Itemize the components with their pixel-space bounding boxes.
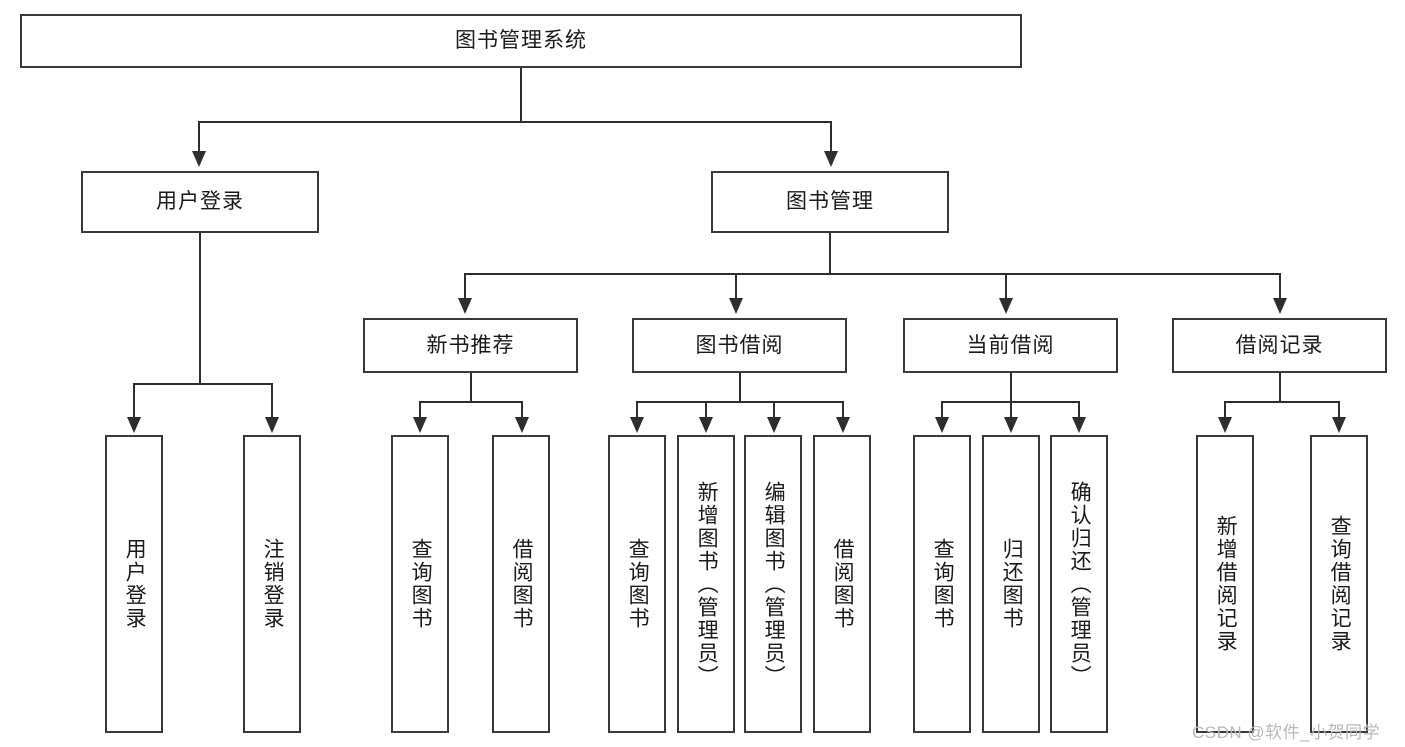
arrow-root-to-user-login: [192, 151, 206, 167]
connector-user-login-drop-2: [271, 383, 273, 419]
connector-book-borrow-drop-2: [705, 401, 707, 419]
arrow-book-mgmt-to-new-books: [458, 298, 472, 314]
csdn-watermark: CSDN @软件_小贺同学: [1192, 723, 1381, 742]
connector-user-login-drop-1: [133, 383, 135, 419]
leaf-confirm-return-admin-label: 确认归还（管理员）: [1068, 480, 1092, 688]
node-book-management[interactable]: 图书管理: [711, 171, 949, 233]
connector-new-books-drop-1: [419, 401, 421, 419]
leaf-edit-book-admin[interactable]: 编辑图书（管理员）: [744, 435, 802, 733]
arrow-book-borrow-leaf-1: [630, 417, 644, 433]
leaf-query-books-recommend[interactable]: 查询图书: [391, 435, 449, 733]
node-root-label: 图书管理系统: [455, 29, 587, 53]
arrow-book-mgmt-to-current: [999, 298, 1013, 314]
leaf-query-books-recommend-label: 查询图书: [409, 538, 433, 630]
connector-root-to-user-login: [198, 121, 200, 153]
leaf-return-books[interactable]: 归还图书: [982, 435, 1040, 733]
connector-book-borrow-stem: [739, 373, 741, 401]
arrow-user-login-leaf-2: [265, 417, 279, 433]
node-book-borrow-label: 图书借阅: [695, 333, 784, 357]
node-user-login[interactable]: 用户登录: [81, 171, 319, 233]
arrow-book-borrow-leaf-3: [767, 417, 781, 433]
connector-book-mgmt-drop-3: [1005, 273, 1007, 300]
leaf-confirm-return-admin[interactable]: 确认归还（管理员）: [1050, 435, 1108, 733]
arrow-book-borrow-leaf-4: [836, 417, 850, 433]
connector-new-books-bus: [419, 401, 523, 403]
connector-user-login-bus: [133, 383, 272, 385]
leaf-query-books-current[interactable]: 查询图书: [913, 435, 971, 733]
connector-root-to-book-mgmt: [830, 121, 832, 153]
connector-new-books-stem: [470, 373, 472, 401]
connector-book-borrow-drop-4: [842, 401, 844, 419]
arrow-book-borrow-leaf-2: [699, 417, 713, 433]
leaf-logout[interactable]: 注销登录: [243, 435, 301, 733]
node-new-book-recommend-label: 新书推荐: [426, 333, 515, 357]
node-current-borrow[interactable]: 当前借阅: [903, 318, 1118, 373]
node-root[interactable]: 图书管理系统: [20, 14, 1022, 68]
arrow-root-to-book-mgmt: [824, 151, 838, 167]
connector-book-mgmt-drop-1: [464, 273, 466, 300]
connector-root-stem: [520, 68, 522, 121]
arrow-current-borrow-leaf-2: [1004, 417, 1018, 433]
node-borrow-records[interactable]: 借阅记录: [1172, 318, 1387, 373]
node-current-borrow-label: 当前借阅: [966, 333, 1055, 357]
connector-root-bus: [198, 121, 832, 123]
connector-borrow-records-drop-2: [1338, 401, 1340, 419]
arrow-user-login-leaf-1: [127, 417, 141, 433]
leaf-query-books-current-label: 查询图书: [931, 538, 955, 630]
leaf-user-login-label: 用户登录: [123, 538, 147, 630]
connector-book-mgmt-drop-4: [1279, 273, 1281, 300]
connector-current-borrow-drop-2: [1010, 401, 1012, 419]
leaf-borrow-books-recommend-label: 借阅图书: [510, 538, 534, 630]
leaf-query-books-borrow-label: 查询图书: [626, 538, 650, 630]
leaf-logout-label: 注销登录: [261, 538, 285, 630]
arrow-current-borrow-leaf-3: [1072, 417, 1086, 433]
leaf-borrow-books-label: 借阅图书: [831, 538, 855, 630]
node-book-borrow[interactable]: 图书借阅: [632, 318, 847, 373]
connector-user-login-stem: [199, 233, 201, 383]
leaf-add-book-admin-label: 新增图书（管理员）: [695, 480, 719, 688]
node-new-book-recommend[interactable]: 新书推荐: [363, 318, 578, 373]
leaf-add-borrow-record[interactable]: 新增借阅记录: [1196, 435, 1254, 733]
arrow-current-borrow-leaf-1: [935, 417, 949, 433]
connector-book-borrow-drop-1: [636, 401, 638, 419]
connector-book-borrow-drop-3: [773, 401, 775, 419]
connector-borrow-records-drop-1: [1224, 401, 1226, 419]
leaf-query-borrow-record[interactable]: 查询借阅记录: [1310, 435, 1368, 733]
connector-book-borrow-bus: [636, 401, 843, 403]
leaf-user-login[interactable]: 用户登录: [105, 435, 163, 733]
connector-current-borrow-stem: [1010, 373, 1012, 401]
arrow-book-mgmt-to-borrow: [729, 298, 743, 314]
connector-new-books-drop-2: [521, 401, 523, 419]
arrow-book-mgmt-to-records: [1273, 298, 1287, 314]
arrow-borrow-records-leaf-1: [1218, 417, 1232, 433]
node-book-management-label: 图书管理: [786, 190, 874, 214]
connector-current-borrow-drop-3: [1078, 401, 1080, 419]
leaf-return-books-label: 归还图书: [1000, 538, 1024, 630]
arrow-new-books-leaf-2: [515, 417, 529, 433]
connector-current-borrow-drop-1: [941, 401, 943, 419]
leaf-add-book-admin[interactable]: 新增图书（管理员）: [677, 435, 735, 733]
leaf-borrow-books-recommend[interactable]: 借阅图书: [492, 435, 550, 733]
leaf-query-borrow-record-label: 查询借阅记录: [1328, 515, 1352, 653]
arrow-borrow-records-leaf-2: [1332, 417, 1346, 433]
node-user-login-label: 用户登录: [156, 190, 244, 214]
arrow-new-books-leaf-1: [413, 417, 427, 433]
connector-borrow-records-stem: [1279, 373, 1281, 401]
connector-book-mgmt-stem: [829, 233, 831, 273]
connector-book-mgmt-bus: [464, 273, 1280, 275]
connector-book-mgmt-drop-2: [735, 273, 737, 300]
leaf-query-books-borrow[interactable]: 查询图书: [608, 435, 666, 733]
leaf-add-borrow-record-label: 新增借阅记录: [1214, 515, 1238, 653]
leaf-borrow-books[interactable]: 借阅图书: [813, 435, 871, 733]
connector-borrow-records-bus: [1224, 401, 1339, 403]
node-borrow-records-label: 借阅记录: [1235, 333, 1324, 357]
leaf-edit-book-admin-label: 编辑图书（管理员）: [762, 480, 786, 688]
